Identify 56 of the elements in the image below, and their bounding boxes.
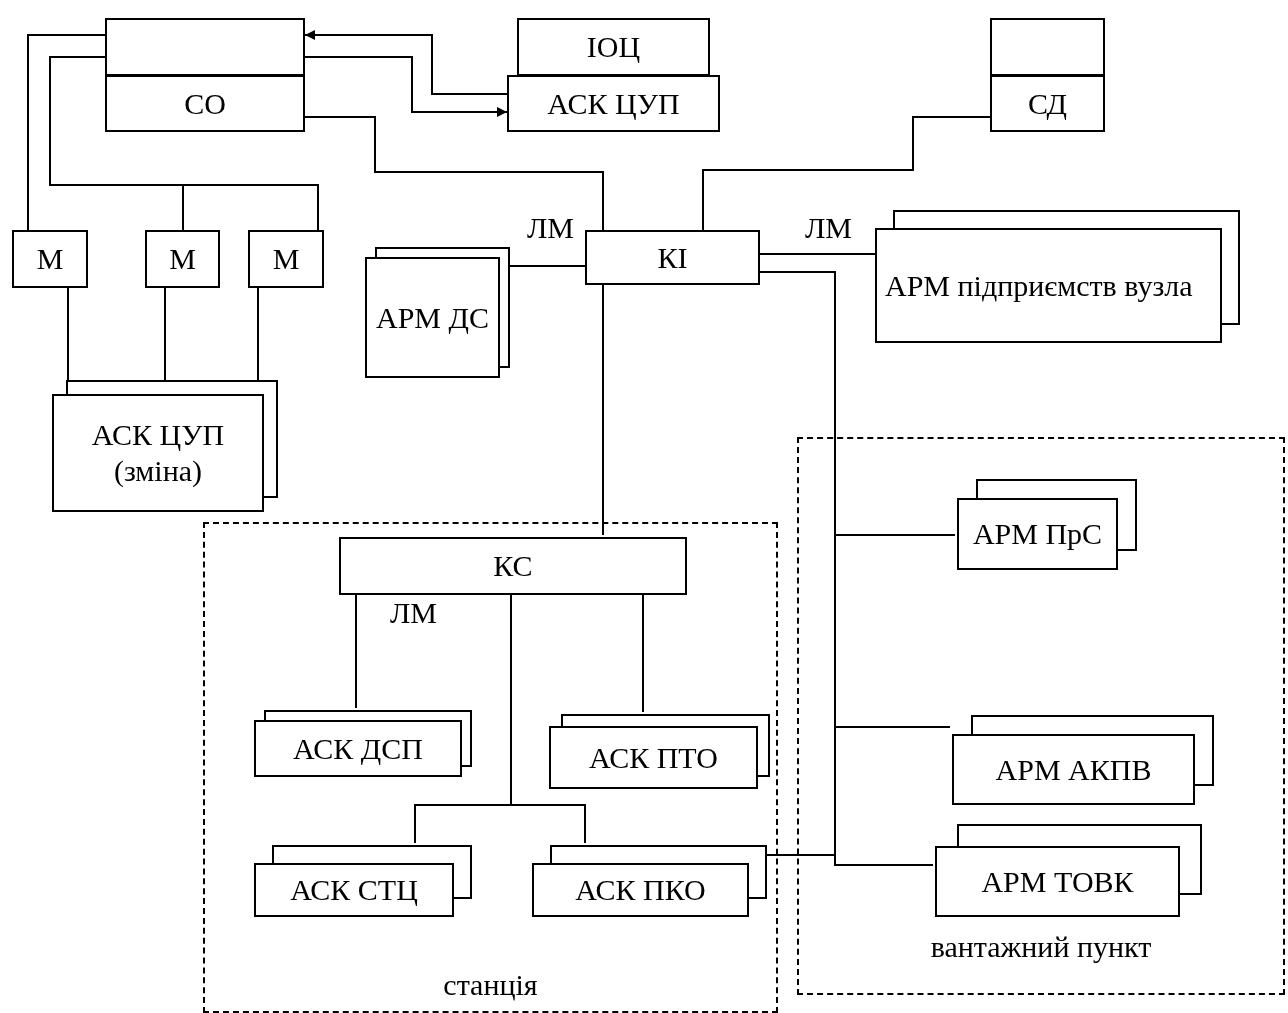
stacked-workstation-box [935,824,1202,917]
connector-line [702,116,991,231]
stacked-workstation-box [952,715,1214,805]
stacked-workstation-box [875,210,1240,343]
connector-line [304,116,604,231]
box-label: АСК ДСП [293,730,423,767]
connector-line [602,284,604,536]
dashed-region [797,437,1285,995]
box-label: АСК ПТО [589,739,718,776]
box-label: АСК ЦУП [547,85,680,122]
stacked-workstation-box [532,845,767,917]
box-label: АСК СТЦ [290,872,418,908]
process-box [990,75,1105,132]
process-box [517,18,710,76]
connector-line [164,287,166,381]
box-label: М [169,241,196,277]
box-label: АРМ підприємств вузла [885,267,1193,304]
box-label: АСК ЦУП (зміна) [90,417,226,489]
process-box [585,230,760,285]
box-label: СО [184,85,226,122]
box-label: КІ [657,239,688,276]
stacked-workstation-box [52,380,278,512]
box-label: АРМ АКПВ [995,751,1152,788]
connector-line [67,287,69,381]
box-label: М [272,241,300,277]
empty-box [990,18,1105,76]
stacked-workstation-box [957,479,1137,570]
empty-box [105,18,305,76]
process-box [507,75,720,132]
box-label: АРМ ДС [376,299,489,336]
box-label: АРМ ТОВК [981,863,1134,900]
process-box [145,230,220,288]
region-label: станція [443,967,538,1003]
process-box [339,537,687,595]
connector-line [509,265,586,267]
box-label: ІОЦ [586,29,641,65]
box-label: М [36,241,64,277]
stacked-workstation-box [254,845,472,917]
connector-line [759,253,876,255]
process-box [105,75,305,132]
arrow [304,56,508,117]
region-label: вантажний пункт [930,929,1152,965]
connector-line [27,34,106,231]
process-box [12,230,88,288]
arrow [304,30,508,95]
dashed-region [203,522,778,1013]
process-box [248,230,324,288]
stacked-workstation-box [254,710,472,777]
box-label: АСК ПКО [575,872,706,908]
box-label: КС [493,548,533,584]
box-label: СД [1028,85,1067,122]
stacked-workstation-box [549,714,770,789]
stacked-workstation-box [365,247,510,378]
connector-line [49,56,319,231]
box-label: АРМ ПрС [972,516,1103,552]
connector-line [257,287,259,381]
